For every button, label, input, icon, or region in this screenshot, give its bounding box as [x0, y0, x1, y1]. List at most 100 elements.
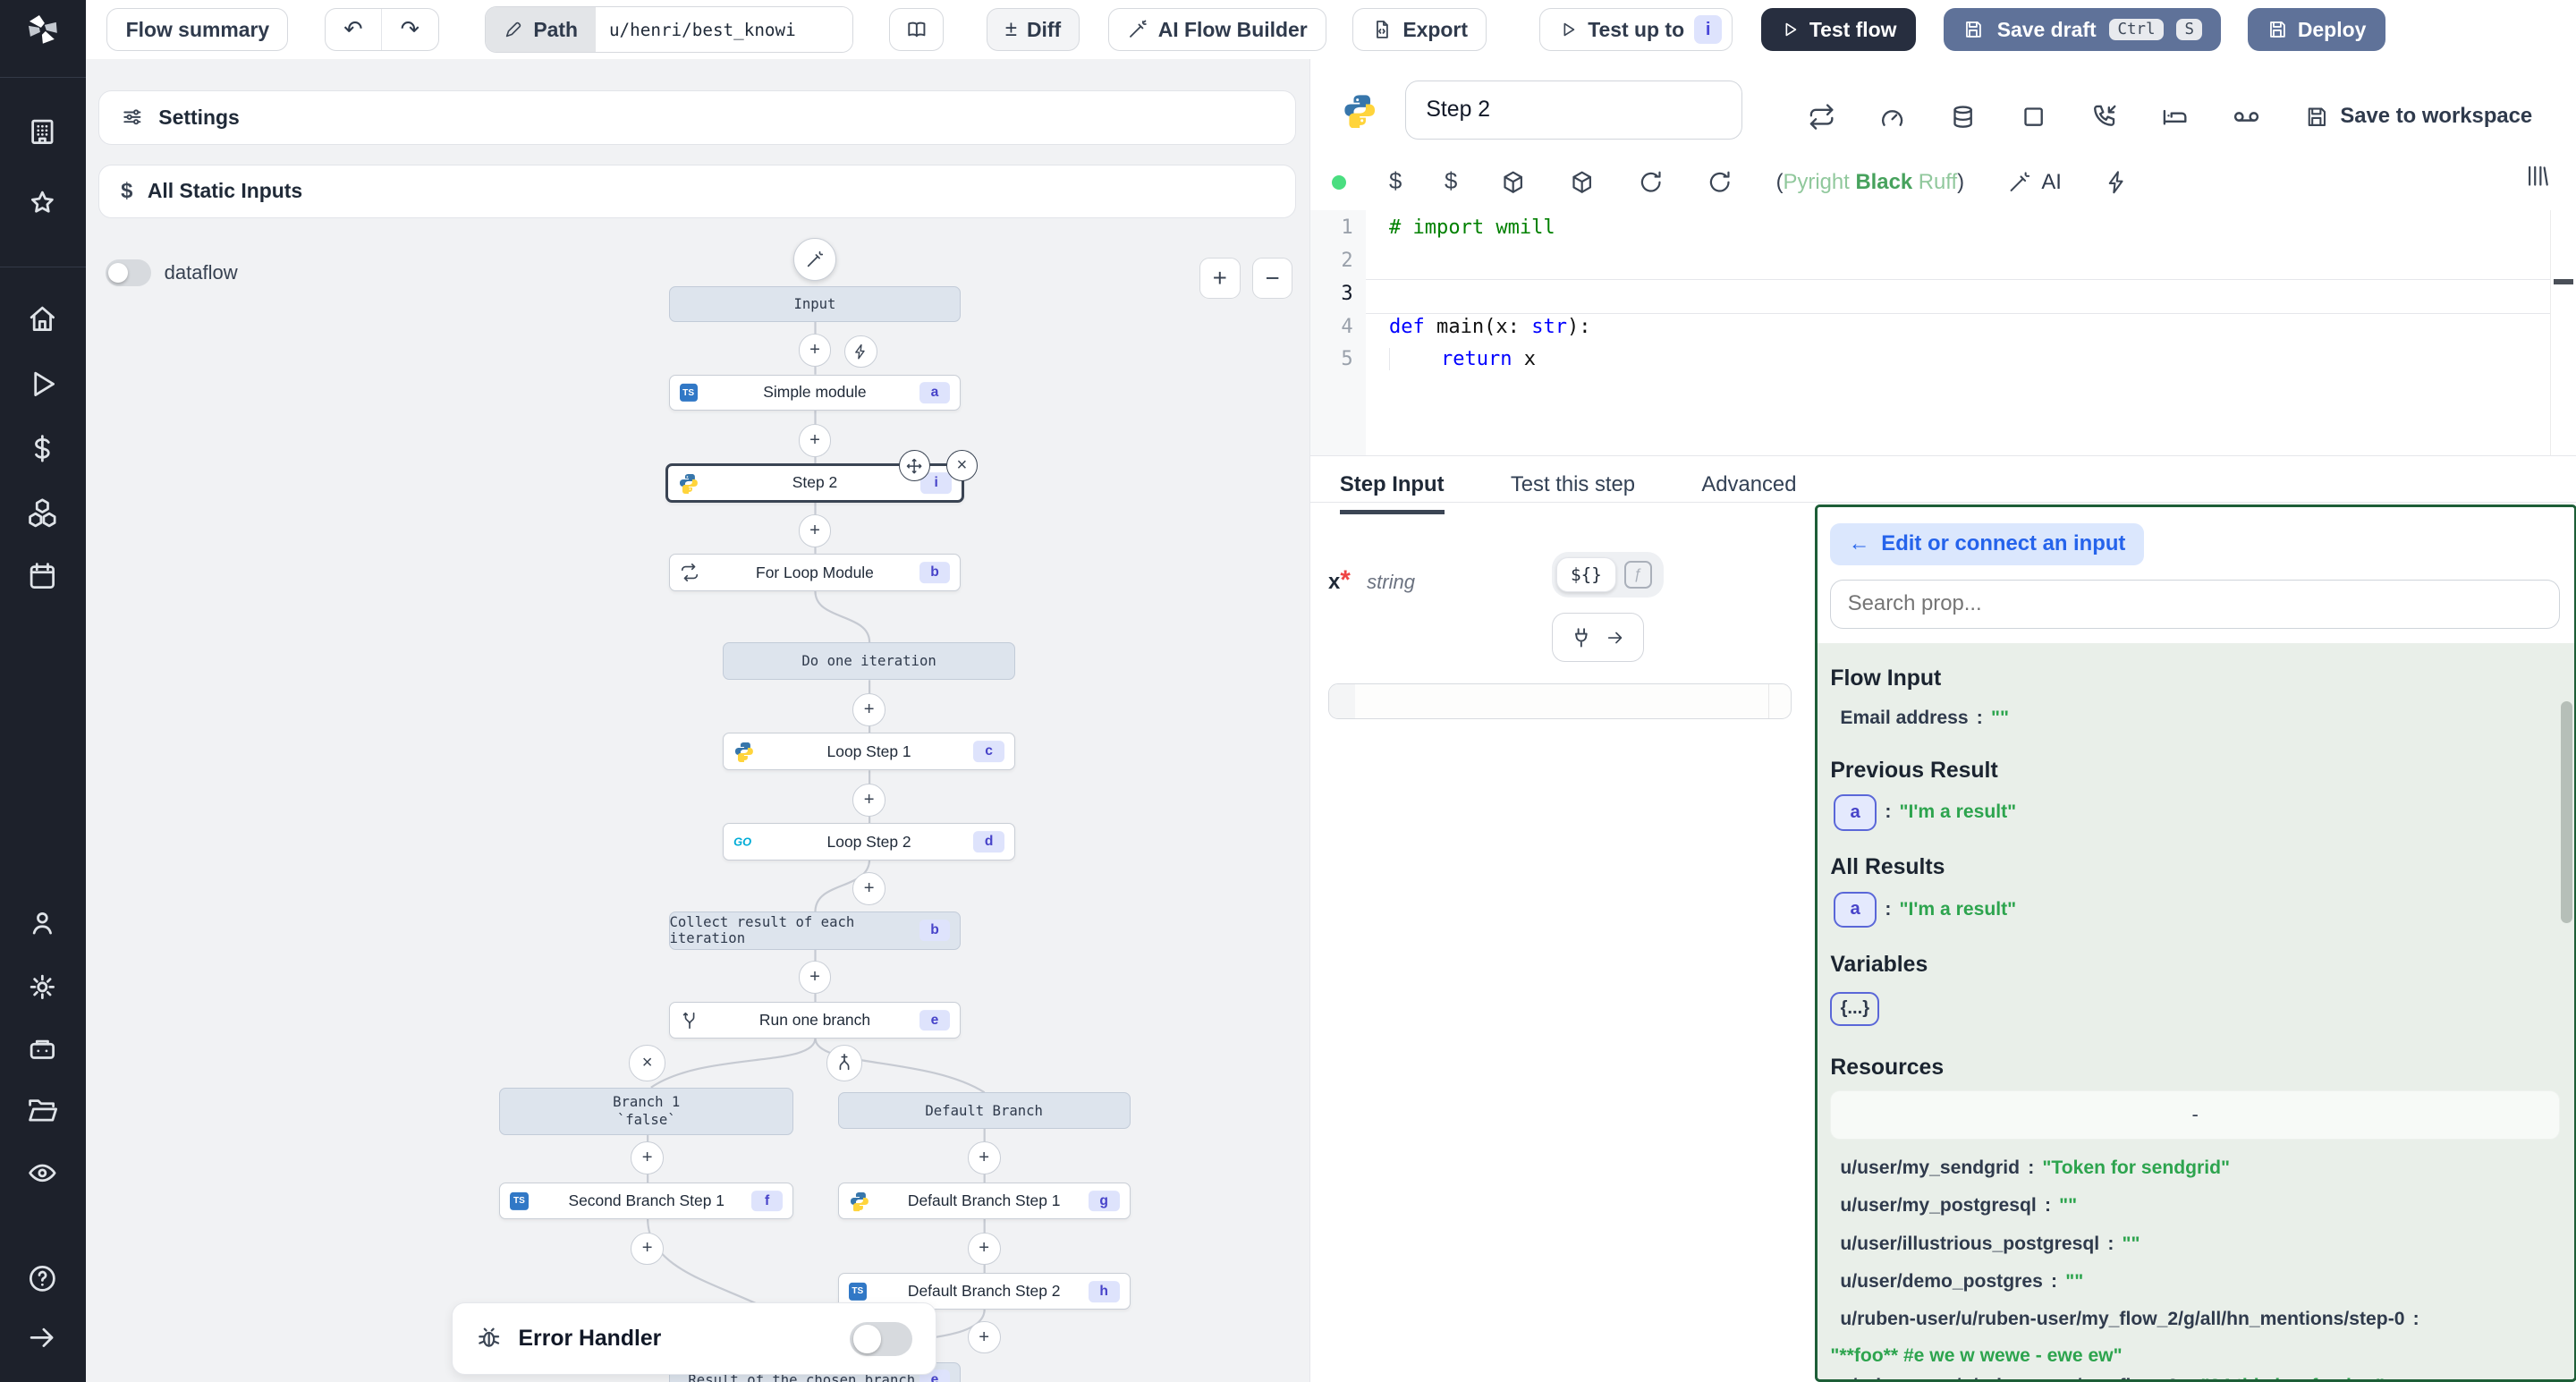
path-input[interactable] [596, 7, 852, 52]
refresh-icon[interactable] [1638, 169, 1664, 195]
library-button[interactable] [2524, 163, 2550, 189]
all-static-inputs-button[interactable]: $ All Static Inputs [98, 164, 1297, 219]
step-id-badge[interactable]: a [1834, 794, 1877, 831]
save-to-workspace-button[interactable]: Save to workspace [2304, 104, 2532, 129]
sidebar-item-expand[interactable] [26, 1321, 59, 1354]
add-step-button[interactable]: + [798, 423, 832, 457]
resource-row[interactable]: u/user/demo_postgres:"" [1840, 1270, 2084, 1292]
node-input[interactable]: Input [668, 285, 962, 322]
resource-row[interactable]: u/user/my_postgresql:"" [1840, 1195, 2078, 1217]
undo-button[interactable]: ↶ [326, 9, 383, 50]
delete-node-button[interactable]: × [945, 450, 978, 482]
package-icon[interactable] [1569, 169, 1595, 195]
search-prop-input[interactable] [1830, 579, 2560, 629]
remove-branch-button[interactable]: × [629, 1045, 665, 1081]
trigger-button[interactable] [844, 335, 877, 369]
diff-button[interactable]: ± Diff [986, 8, 1080, 51]
add-step-button[interactable]: + [967, 1320, 1001, 1354]
resource-row[interactable]: u/ruben-user/u/ruben-user/my_flow_2/g/al… [1840, 1309, 2419, 1330]
prop-row[interactable]: a:"I'm a result" [1834, 794, 2016, 831]
sidebar-item-variables[interactable] [26, 432, 59, 465]
node-branch1[interactable]: Branch 1 `false` [499, 1087, 794, 1136]
sidebar-item-runs[interactable] [26, 368, 59, 401]
sidebar-item-workspace[interactable] [26, 115, 59, 148]
add-step-button[interactable]: + [967, 1141, 1001, 1175]
sidebar-item-resources[interactable] [26, 496, 59, 530]
square-icon[interactable] [2020, 103, 2047, 131]
refresh-icon[interactable] [1707, 169, 1733, 195]
resource-row[interactable]: u/user/illustrious_postgresql:"" [1840, 1233, 2140, 1254]
tab-advanced[interactable]: Advanced [1701, 471, 1797, 496]
tab-test-this-step[interactable]: Test this step [1510, 471, 1636, 496]
add-step-button[interactable]: + [967, 1232, 1001, 1266]
add-branch-button[interactable] [826, 1045, 863, 1081]
resource-row[interactable]: u/user/my_sendgrid:"Token for sendgrid" [1840, 1157, 2231, 1179]
docs-button[interactable] [889, 8, 944, 51]
node-collect-result[interactable]: Collect result of each iteration b [668, 911, 962, 950]
ai-button[interactable]: AI [2007, 170, 2062, 195]
bed-icon[interactable] [2161, 103, 2189, 131]
sidebar-item-users[interactable] [26, 907, 59, 940]
expression-mode-button[interactable]: ${} [1556, 556, 1616, 593]
add-step-button[interactable]: + [852, 693, 886, 726]
flow-summary-button[interactable]: Flow summary [106, 8, 289, 51]
sidebar-item-schedules[interactable] [26, 560, 59, 593]
node-second-branch-step1[interactable]: TS Second Branch Step 1 f [499, 1183, 794, 1219]
ai-wand-node-button[interactable] [793, 238, 836, 282]
resource-row[interactable]: u/ruben-user/u/ruben-user/my_flow_2:"84 … [1840, 1376, 2384, 1378]
add-step-button[interactable]: + [852, 784, 886, 817]
repeat-icon[interactable] [1808, 103, 1835, 131]
variables-expand-badge[interactable]: {...} [1830, 991, 1880, 1026]
bolt-icon[interactable] [2105, 170, 2130, 195]
tab-step-input[interactable]: Step Input [1339, 472, 1445, 515]
node-default-branch-step2[interactable]: TS Default Branch Step 2 h [837, 1273, 1131, 1310]
node-simple-module[interactable]: TS Simple module a [668, 374, 962, 411]
path-button[interactable]: Path [486, 7, 597, 52]
dollar-icon[interactable]: $ [1445, 169, 1458, 195]
test-flow-button[interactable]: Test flow [1760, 8, 1916, 51]
sidebar-item-help[interactable] [26, 1262, 59, 1295]
gauge-icon[interactable] [1878, 103, 1906, 131]
node-loop-step2[interactable]: GO Loop Step 2 d [723, 823, 1016, 861]
voicemail-icon[interactable] [2232, 102, 2261, 131]
zoom-in-button[interactable]: + [1199, 258, 1241, 300]
sidebar-item-favorites[interactable] [26, 187, 59, 220]
deploy-button[interactable]: Deploy [2247, 8, 2385, 51]
connect-input-button[interactable] [1551, 613, 1644, 663]
node-loop-step1[interactable]: Loop Step 1 c [723, 733, 1016, 771]
dataflow-toggle[interactable] [105, 259, 151, 286]
prop-row[interactable]: Email address:"" [1840, 707, 2009, 728]
zoom-out-button[interactable]: − [1251, 258, 1293, 300]
ai-flow-builder-button[interactable]: AI Flow Builder [1107, 8, 1326, 51]
dollar-icon[interactable]: $ [1388, 169, 1402, 195]
node-run-one-branch[interactable]: Run one branch e [668, 1002, 962, 1039]
node-for-loop[interactable]: For Loop Module b [668, 553, 962, 592]
add-step-button[interactable]: + [852, 872, 886, 905]
sidebar-item-audit[interactable] [26, 1157, 59, 1190]
move-node-button[interactable] [898, 450, 930, 482]
add-step-button[interactable]: + [798, 513, 832, 547]
save-draft-button[interactable]: Save draft Ctrl S [1943, 8, 2222, 51]
add-step-button[interactable]: + [798, 333, 832, 367]
sidebar-item-home[interactable] [26, 302, 59, 335]
node-default-branch-step1[interactable]: Default Branch Step 1 g [837, 1183, 1131, 1219]
export-button[interactable]: Export [1352, 8, 1487, 51]
prop-row[interactable]: a:"I'm a result" [1834, 891, 2016, 928]
flow-canvas[interactable]: Settings $ All Static Inputs dataflow + … [85, 59, 1309, 1382]
database-icon[interactable] [1949, 103, 1977, 131]
error-handler-toggle[interactable] [850, 1321, 913, 1357]
step-name-input[interactable] [1405, 80, 1742, 140]
sidebar-item-folders[interactable] [26, 1094, 59, 1127]
function-mode-button[interactable]: ƒ [1623, 560, 1653, 589]
resources-placeholder-box[interactable]: - [1830, 1089, 2560, 1140]
node-do-one-iteration[interactable]: Do one iteration [723, 642, 1016, 681]
panel-scrollbar[interactable] [2561, 700, 2573, 923]
add-step-button[interactable]: + [631, 1232, 664, 1266]
settings-panel-button[interactable]: Settings [98, 90, 1297, 145]
sidebar-item-settings[interactable] [26, 971, 59, 1004]
redo-button[interactable]: ↷ [382, 9, 437, 50]
field-value-input[interactable] [1328, 683, 1792, 720]
step-id-badge[interactable]: a [1834, 891, 1877, 928]
add-step-button[interactable]: + [631, 1141, 664, 1175]
code-editor[interactable]: 1 2 3 4 5 # import wmill def main(x: str… [1309, 210, 2576, 455]
